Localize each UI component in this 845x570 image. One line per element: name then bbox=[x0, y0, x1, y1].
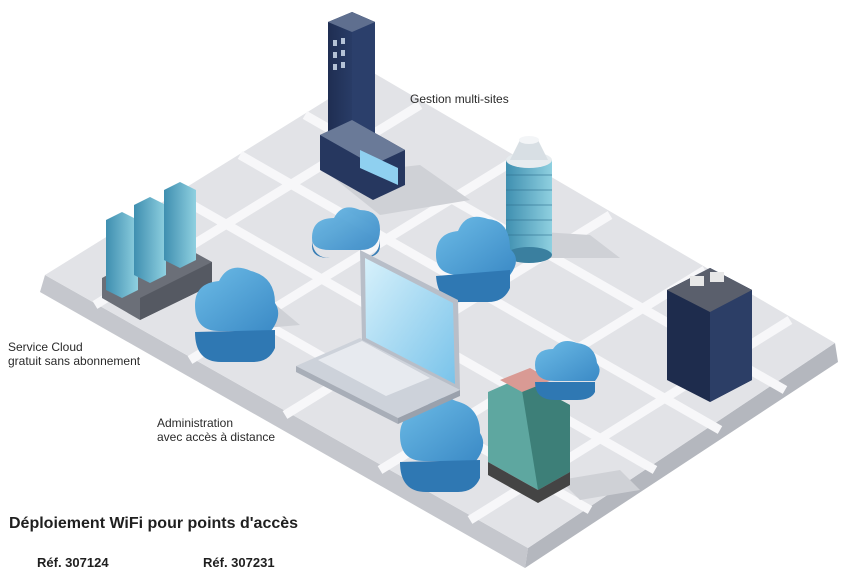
clouds bbox=[195, 207, 600, 492]
stepped-building bbox=[488, 368, 570, 503]
remote-admin-line2: avec accès à distance bbox=[157, 430, 276, 444]
headquarters-tower bbox=[320, 12, 405, 200]
cloud-icon bbox=[436, 216, 516, 302]
cloud-icon bbox=[312, 207, 380, 258]
remote-admin-label: Administration avec accès à distance bbox=[157, 416, 275, 444]
cloud-service-line2: gratuit sans abonnement bbox=[8, 354, 141, 368]
section-heading: Déploiement WiFi pour points d'accès bbox=[9, 515, 299, 532]
cloud-service-label: Service Cloud gratuit sans abonnement bbox=[8, 340, 140, 368]
dark-tower bbox=[667, 268, 752, 402]
remote-admin-line1: Administration bbox=[157, 416, 234, 430]
cloud-icon bbox=[195, 267, 279, 362]
cloud-service-line1: Service Cloud bbox=[8, 340, 83, 354]
multi-site-text: Gestion multi-sites bbox=[410, 92, 509, 106]
reference-1: Réf. 307124 bbox=[37, 555, 109, 570]
office-complex bbox=[102, 182, 212, 320]
round-tower bbox=[506, 136, 552, 263]
map-side-right bbox=[525, 343, 838, 568]
multi-site-label: Gestion multi-sites bbox=[410, 92, 509, 106]
laptop bbox=[296, 250, 460, 424]
map-side bbox=[40, 275, 528, 568]
reference-2: Réf. 307231 bbox=[203, 555, 275, 570]
cloud-icon bbox=[535, 341, 600, 400]
